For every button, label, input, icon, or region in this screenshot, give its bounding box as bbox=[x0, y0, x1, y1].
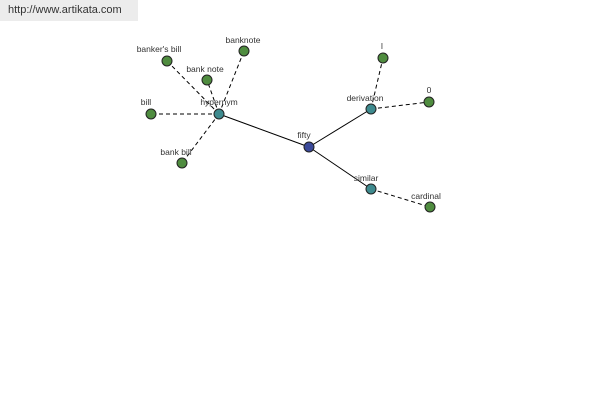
node-dot-l[interactable] bbox=[377, 52, 389, 64]
node-dot-similar[interactable] bbox=[365, 183, 377, 195]
edges-layer bbox=[151, 50, 431, 208]
node-label-bill: bill bbox=[141, 97, 152, 107]
node-similar[interactable]: similar bbox=[354, 173, 379, 195]
node-dot-derivation[interactable] bbox=[365, 103, 377, 115]
node-dot-fifty[interactable] bbox=[303, 141, 315, 153]
edge-derivation-zero bbox=[370, 101, 430, 110]
edge-similar-cardinal bbox=[370, 188, 431, 208]
node-label-bankers_bill: banker's bill bbox=[137, 44, 182, 54]
node-label-banknote: banknote bbox=[226, 35, 261, 45]
node-dot-banknote[interactable] bbox=[238, 45, 250, 57]
node-hypernym[interactable]: hypernym bbox=[200, 97, 238, 120]
node-l[interactable]: l bbox=[377, 41, 389, 64]
edge-derivation-l bbox=[370, 57, 384, 110]
edge-hypernym-bank_bill bbox=[181, 113, 220, 164]
node-dot-zero[interactable] bbox=[423, 96, 435, 108]
nodes-layer: fifty hypernym derivation similar banker's b… bbox=[137, 35, 441, 213]
source-url-label[interactable]: http://www.artikata.com bbox=[0, 0, 138, 21]
node-label-similar: similar bbox=[354, 173, 379, 183]
node-dot-bill[interactable] bbox=[145, 108, 157, 120]
node-label-derivation: derivation bbox=[347, 93, 384, 103]
node-label-fifty: fifty bbox=[297, 130, 311, 140]
edge-fifty-hypernym bbox=[218, 113, 310, 148]
node-bank_bill[interactable]: bank bill bbox=[160, 147, 192, 169]
node-label-hypernym: hypernym bbox=[200, 97, 237, 107]
node-dot-hypernym[interactable] bbox=[213, 108, 225, 120]
node-dot-bank_note[interactable] bbox=[201, 74, 213, 86]
node-bill[interactable]: bill bbox=[141, 97, 157, 120]
node-cardinal[interactable]: cardinal bbox=[411, 191, 441, 213]
node-dot-cardinal[interactable] bbox=[424, 201, 436, 213]
node-derivation[interactable]: derivation bbox=[347, 93, 384, 115]
node-label-cardinal: cardinal bbox=[411, 191, 441, 201]
node-banknote[interactable]: banknote bbox=[226, 35, 261, 57]
node-zero[interactable]: 0 bbox=[423, 85, 435, 108]
node-fifty[interactable]: fifty bbox=[297, 130, 315, 153]
node-bank_note[interactable]: bank note bbox=[186, 64, 224, 86]
edge-hypernym-banknote bbox=[218, 50, 245, 115]
node-bankers_bill[interactable]: banker's bill bbox=[137, 44, 182, 67]
node-label-l: l bbox=[381, 41, 383, 51]
node-label-zero: 0 bbox=[427, 85, 432, 95]
node-label-bank_note: bank note bbox=[186, 64, 224, 74]
edge-hypernym-bank_note bbox=[206, 79, 220, 115]
edge-fifty-derivation bbox=[308, 108, 372, 148]
edge-hypernym-bankers_bill bbox=[166, 60, 220, 115]
node-dot-bank_bill[interactable] bbox=[176, 157, 188, 169]
node-label-bank_bill: bank bill bbox=[160, 147, 191, 157]
node-dot-bankers_bill[interactable] bbox=[161, 55, 173, 67]
edge-fifty-similar bbox=[308, 146, 372, 190]
